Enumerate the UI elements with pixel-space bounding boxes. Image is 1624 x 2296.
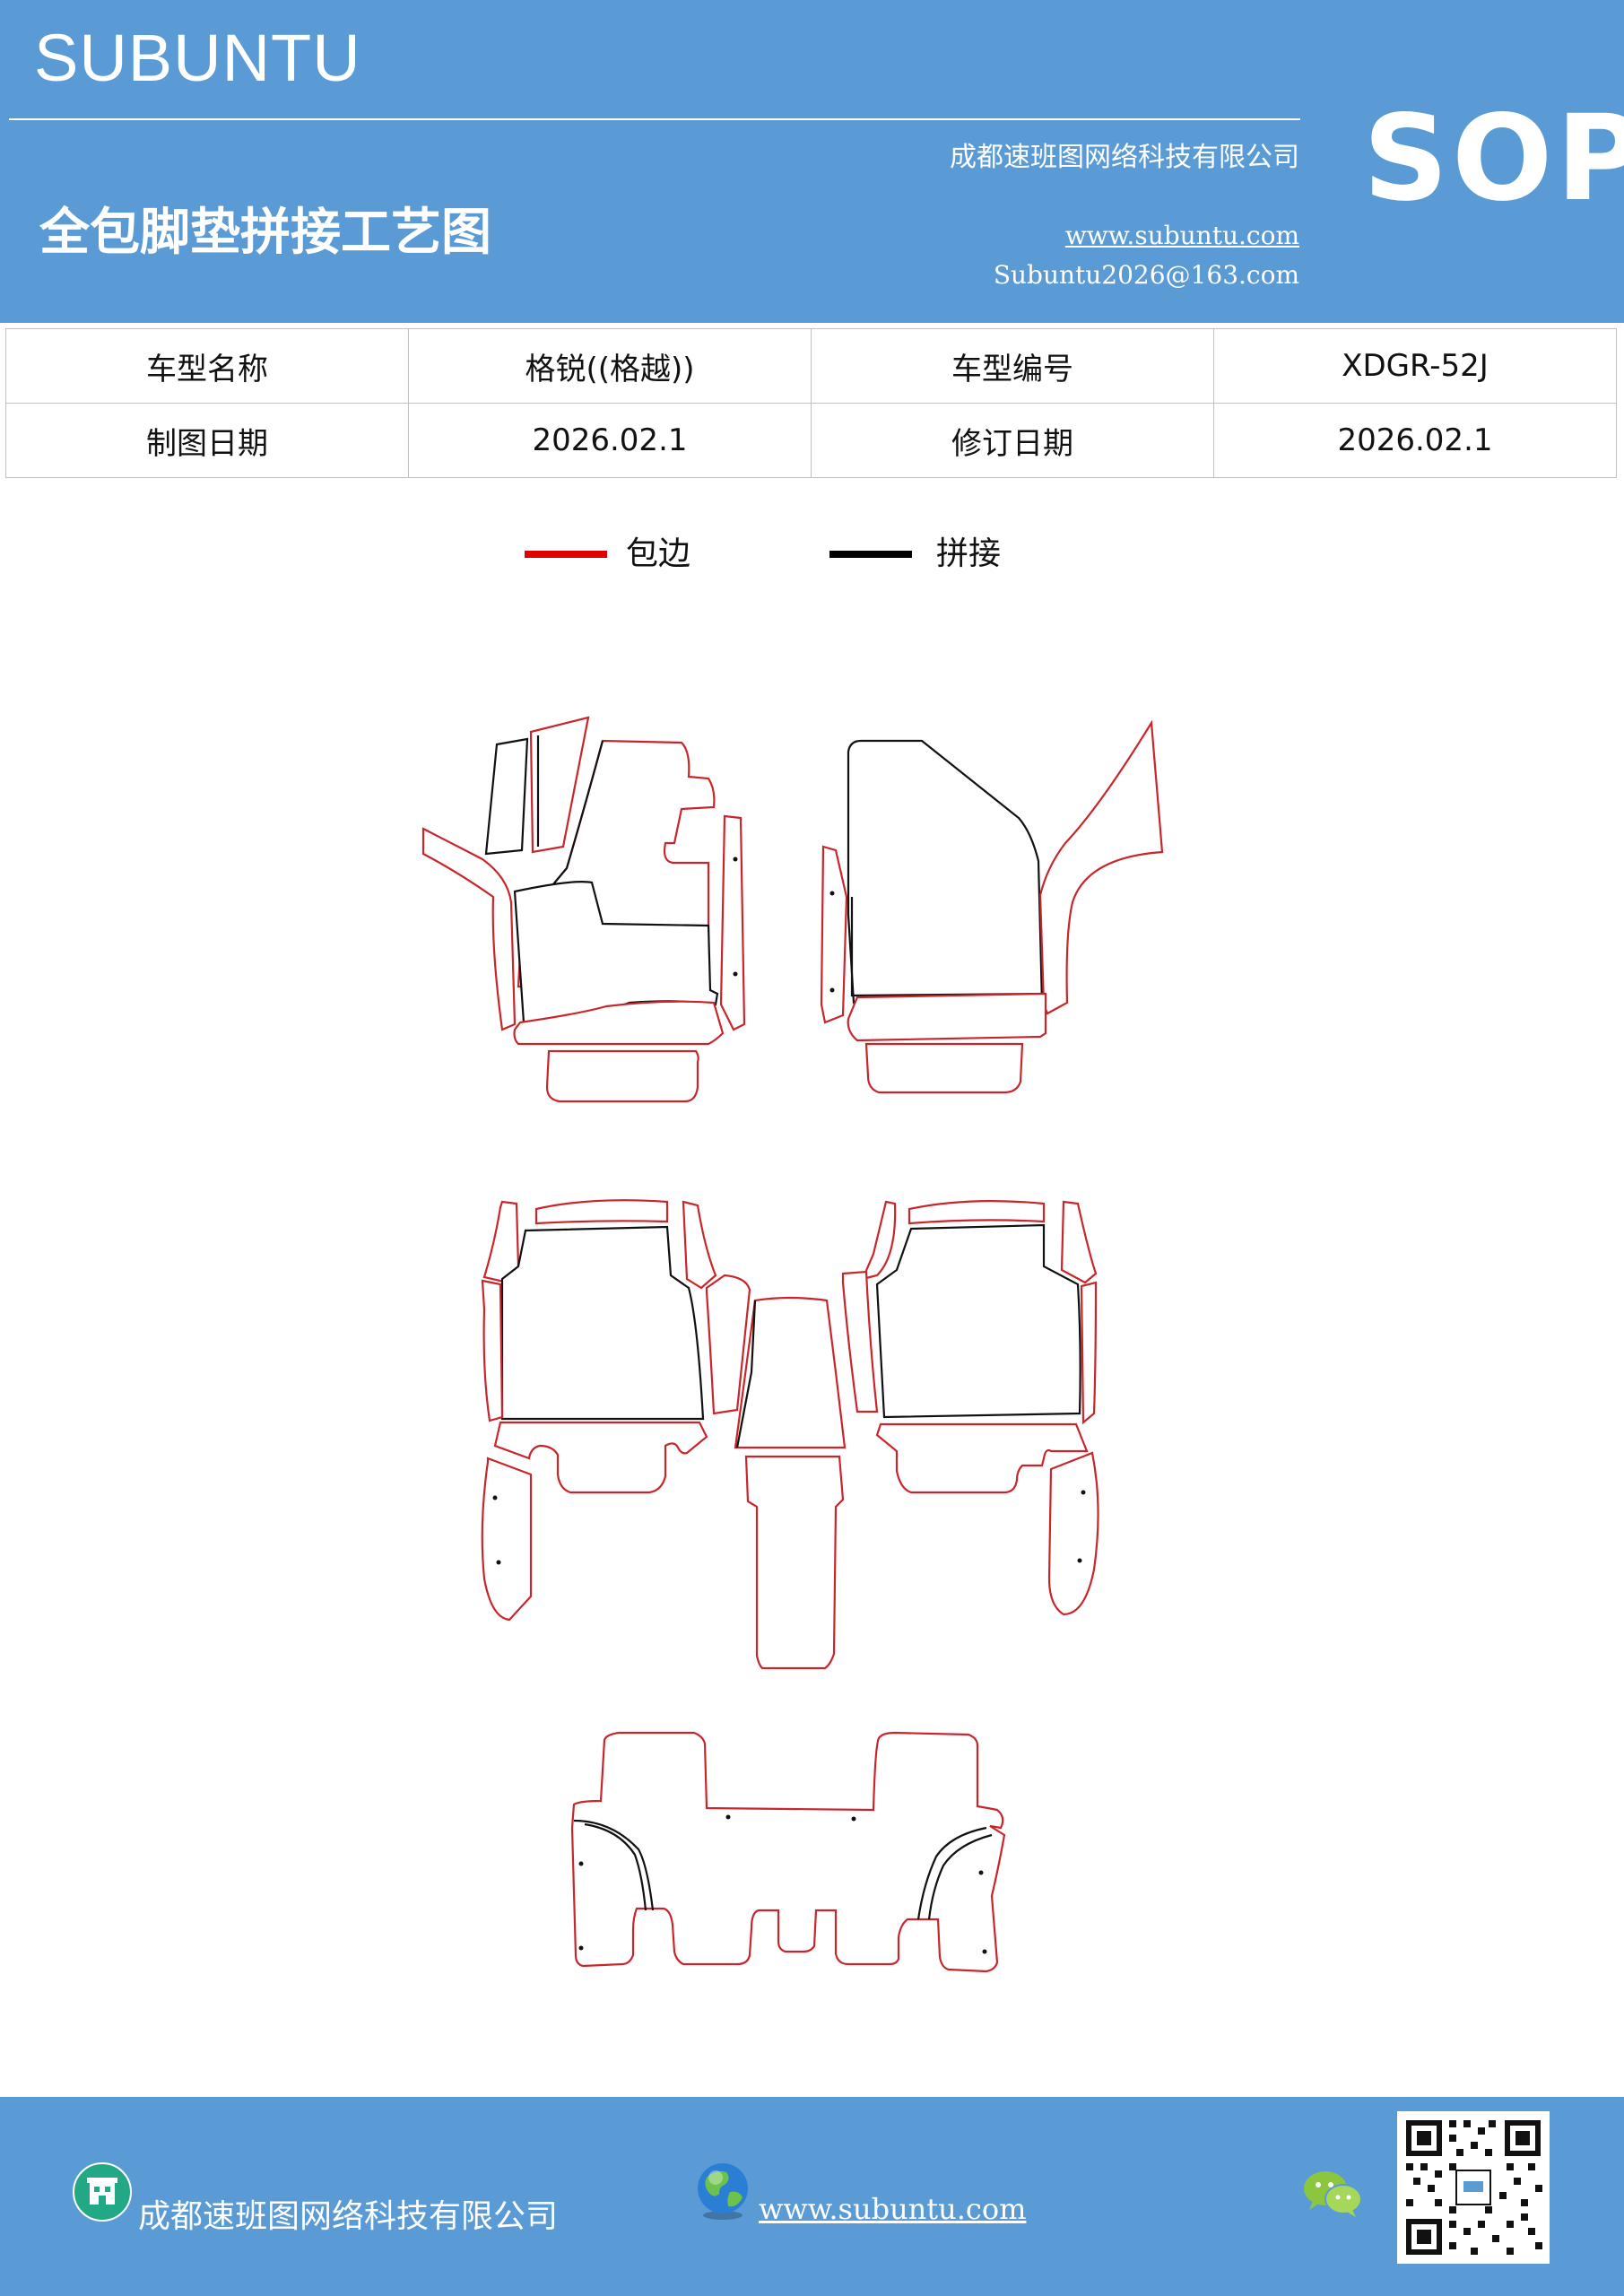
front-right-heel-strip <box>847 992 1047 1042</box>
header-divider <box>9 118 1300 120</box>
third-row-mat <box>570 1731 1006 1973</box>
globe-icon <box>698 2163 748 2220</box>
front-left-pedal-strip-a <box>484 737 529 856</box>
table-row: 制图日期 2026.02.1 修订日期 2026.02.1 <box>5 403 1617 478</box>
fixing-point <box>496 1560 501 1565</box>
front-left-rear-tab <box>545 1049 699 1103</box>
second-row-center-mat <box>734 1296 847 1670</box>
center-tunnel-lower <box>744 1455 845 1670</box>
fixing-point <box>578 1861 584 1866</box>
info-table: 车型名称 格锐((格越)) 车型编号 XDGR-52J 制图日期 2026.02… <box>5 328 1617 478</box>
third-row-main-floor <box>570 1731 1006 1973</box>
building-icon <box>73 2162 132 2222</box>
second-left-side-strip <box>481 1279 504 1422</box>
model-name-value: 格锐((格越)) <box>408 328 812 404</box>
second-row-left-mat <box>481 1199 751 1622</box>
second-right-main-floor <box>875 1223 1081 1419</box>
website-link[interactable]: www.subuntu.com <box>1064 221 1299 250</box>
sop-label: SOP <box>1363 90 1624 228</box>
fixing-point <box>1081 1490 1086 1495</box>
footer-website-link[interactable]: www.subuntu.com <box>759 2192 1027 2226</box>
front-left-heel-strip <box>513 1000 725 1046</box>
fixing-point <box>492 1495 498 1500</box>
front-left-mat <box>421 716 746 1103</box>
model-code-label: 车型编号 <box>811 328 1214 404</box>
second-right-gap-strip <box>841 1270 879 1413</box>
center-tunnel-upper <box>734 1296 847 1449</box>
legend-binding-label: 包边 <box>626 535 691 572</box>
model-name-label: 车型名称 <box>5 328 409 404</box>
legend-seam-swatch <box>829 551 912 558</box>
second-right-side-strip <box>1080 1281 1098 1425</box>
second-left-heel-tab <box>493 1421 708 1494</box>
front-left-sill-strip <box>719 814 746 1031</box>
legend-seam-label: 拼接 <box>936 535 1002 572</box>
company-name: 成都速班图网络科技有限公司 <box>950 142 1299 173</box>
fixing-point <box>829 987 835 993</box>
second-right-rear-strip <box>1047 1451 1099 1616</box>
table-row: 车型名称 格锐((格越)) 车型编号 XDGR-52J <box>5 328 1617 404</box>
second-left-top-strip <box>534 1199 669 1225</box>
fixing-point <box>1077 1558 1082 1563</box>
fixing-point <box>829 891 835 896</box>
front-right-main-floor <box>847 739 1044 1004</box>
model-code-value: XDGR-52J <box>1213 328 1617 404</box>
second-left-main-floor <box>500 1225 705 1421</box>
legend-binding-swatch <box>525 551 607 558</box>
second-right-outer-flap <box>1060 1200 1098 1284</box>
front-left-side-flap <box>421 827 517 1031</box>
second-right-heel-tab <box>875 1422 1089 1494</box>
front-right-side-strip <box>820 845 848 1024</box>
email-address: Subuntu2026@163.com <box>993 260 1299 290</box>
front-right-side-flap <box>1038 719 1164 1015</box>
footer-banner: 成都速班图网络科技有限公司 www.subuntu.com <box>0 2097 1624 2296</box>
wechat-icon <box>1304 2171 1362 2217</box>
front-right-rear-tab <box>864 1042 1024 1094</box>
fixing-point <box>978 1870 984 1875</box>
fixing-point <box>733 971 738 977</box>
second-right-inner-flap <box>861 1200 897 1281</box>
second-row-right-mat <box>841 1200 1099 1616</box>
footer-company-name: 成都速班图网络科技有限公司 <box>138 2198 559 2235</box>
fixing-point <box>725 1814 731 1820</box>
draw-date-value: 2026.02.1 <box>408 403 812 478</box>
qr-code <box>1397 2111 1550 2264</box>
header-banner: SUBUNTU 成都速班图网络科技有限公司 全包脚垫拼接工艺图 www.subu… <box>0 0 1624 323</box>
second-left-gap-strip <box>705 1274 751 1415</box>
fixing-point <box>733 857 738 862</box>
second-left-rear-strip <box>481 1457 533 1622</box>
revision-date-label: 修订日期 <box>811 403 1214 478</box>
brand-name: SUBUNTU <box>34 21 361 95</box>
page-title: 全包脚垫拼接工艺图 <box>39 203 491 262</box>
fixing-point <box>578 1945 584 1951</box>
revision-date-value: 2026.02.1 <box>1213 403 1617 478</box>
draw-date-label: 制图日期 <box>5 403 409 478</box>
front-left-pedal-strip-b <box>529 716 590 854</box>
front-right-mat <box>820 719 1164 1094</box>
legend: 包边 拼接 <box>0 524 1624 578</box>
second-right-top-strip <box>908 1200 1046 1225</box>
fixing-point <box>982 1949 987 1954</box>
fixing-point <box>851 1816 856 1822</box>
second-left-inner-flap <box>682 1200 717 1290</box>
